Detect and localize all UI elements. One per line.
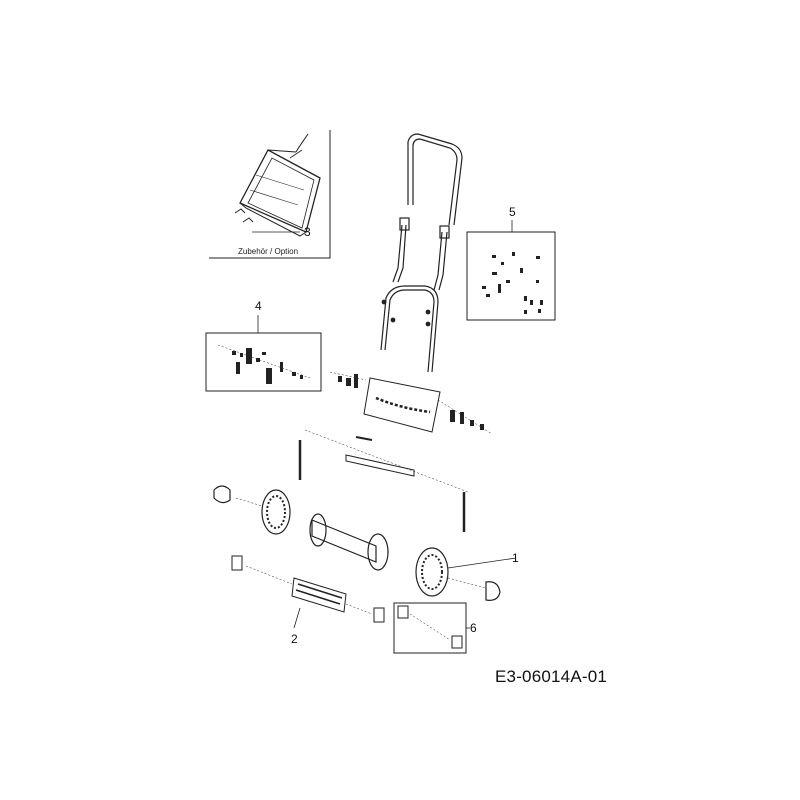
roller-assembly xyxy=(329,371,493,435)
right-wheel xyxy=(415,547,449,597)
lower-handle xyxy=(380,285,439,373)
document-code: E3-06014A-01 xyxy=(495,667,608,686)
cutting-reel xyxy=(231,555,385,629)
callout-1: 1 xyxy=(512,551,519,565)
callout-2: 2 xyxy=(291,632,298,646)
callout-6: 6 xyxy=(470,621,477,635)
inset-bearing xyxy=(393,602,470,654)
left-wheel xyxy=(261,489,291,535)
bed-knife xyxy=(298,429,469,532)
upper-handle xyxy=(392,133,463,291)
accessory-option-caption: Zubehör / Option xyxy=(238,247,299,256)
inset-height-adjust xyxy=(205,315,322,392)
grass-catcher xyxy=(234,133,321,237)
frame-and-wheels xyxy=(213,485,517,601)
callout-4: 4 xyxy=(255,299,262,313)
callout-3: 3 xyxy=(304,225,311,239)
accessory-inset xyxy=(209,130,331,259)
inset-hardware xyxy=(466,220,556,321)
callout-5: 5 xyxy=(509,205,516,219)
